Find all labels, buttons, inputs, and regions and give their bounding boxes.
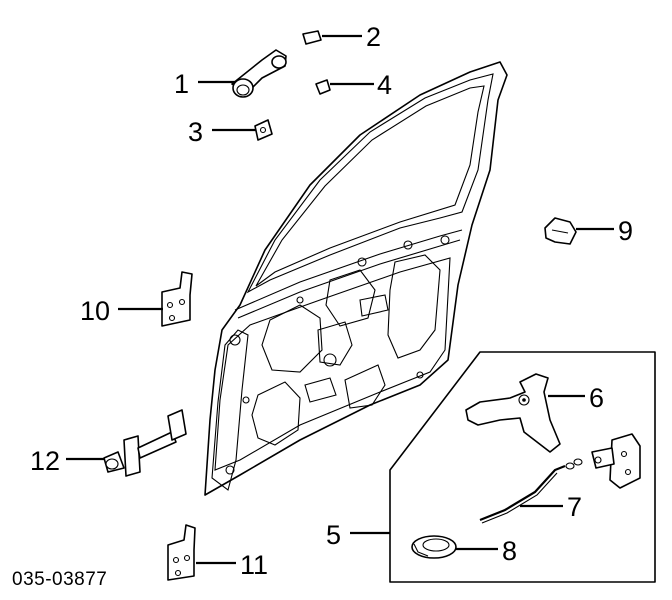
callout-6: 6 (589, 383, 604, 413)
part-7-rod (479, 458, 583, 524)
part-2-cap (302, 30, 322, 45)
part-12-door-check (103, 409, 187, 477)
callout-1: 1 (174, 69, 189, 99)
part-6-outside-handle (465, 373, 561, 453)
callout-12: 12 (30, 446, 60, 476)
callout-11: 11 (240, 550, 268, 580)
callout-3: 3 (188, 117, 203, 147)
callout-2: 2 (366, 22, 381, 52)
part-3-plate (254, 119, 273, 141)
callout-8: 8 (502, 536, 517, 566)
callout-labels: 1 2 3 4 5 6 7 8 9 10 11 12 (30, 22, 633, 580)
leader-lines (66, 34, 614, 565)
callout-4: 4 (377, 70, 392, 100)
part-8-key-cylinder (411, 535, 457, 559)
diagram-part-number: 035-03877 (12, 569, 107, 590)
part-4-bushing (315, 79, 331, 95)
door-shell (204, 61, 508, 496)
part-1-door-hinge (231, 49, 287, 98)
door-latch (591, 433, 641, 489)
part-11-lower-hinge-bracket (167, 524, 196, 581)
part-10-upper-hinge-bracket (161, 271, 193, 327)
callout-7: 7 (567, 492, 582, 522)
outside-handle-inset (389, 351, 656, 583)
callout-9: 9 (618, 216, 633, 246)
part-9-clip (544, 217, 577, 245)
callout-10: 10 (80, 296, 110, 326)
callout-5: 5 (326, 520, 341, 550)
